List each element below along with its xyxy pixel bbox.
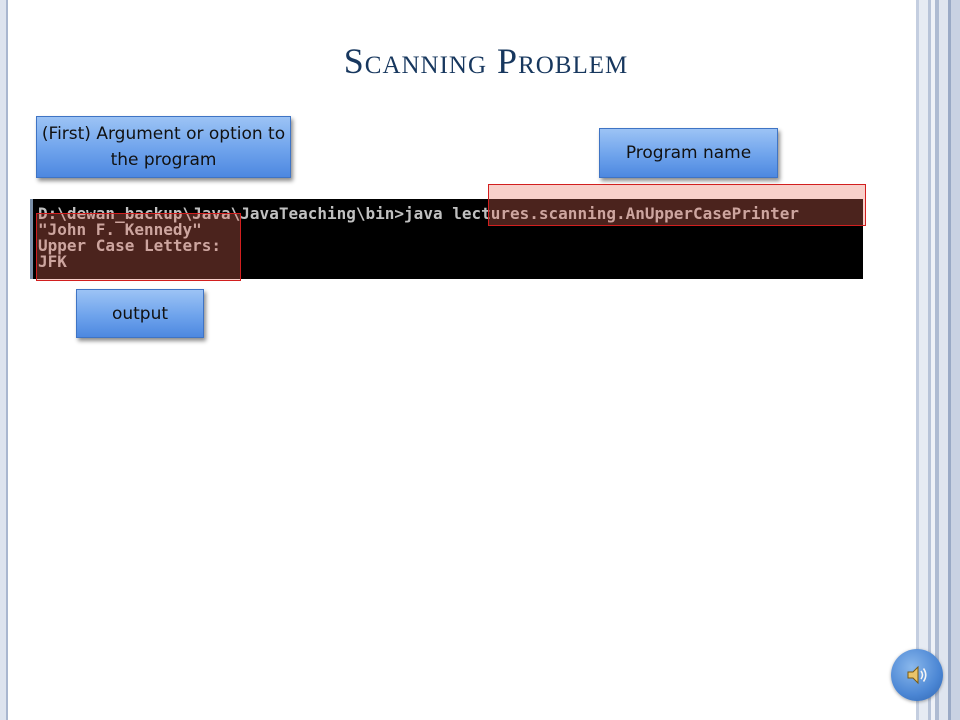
console-line-output-label: Upper Case Letters: (38, 236, 222, 255)
program-name-highlight (488, 184, 866, 226)
output-highlight (36, 213, 241, 281)
program-name-callout: Program name (599, 128, 778, 178)
slide-title: Scanning Problem (343, 41, 629, 81)
argument-callout: (First) Argument or option to the progra… (36, 116, 291, 178)
console-line-argument: "John F. Kennedy" (38, 220, 202, 239)
slide-right-decoration (916, 0, 960, 720)
console-screenshot: D:\dewan_backup\Java\JavaTeaching\bin>ja… (30, 199, 863, 279)
slide-left-border (0, 0, 9, 720)
speaker-icon (907, 665, 927, 685)
console-line-output-value: JFK (38, 252, 67, 271)
output-callout: output (76, 289, 204, 338)
sound-button[interactable] (891, 649, 943, 701)
